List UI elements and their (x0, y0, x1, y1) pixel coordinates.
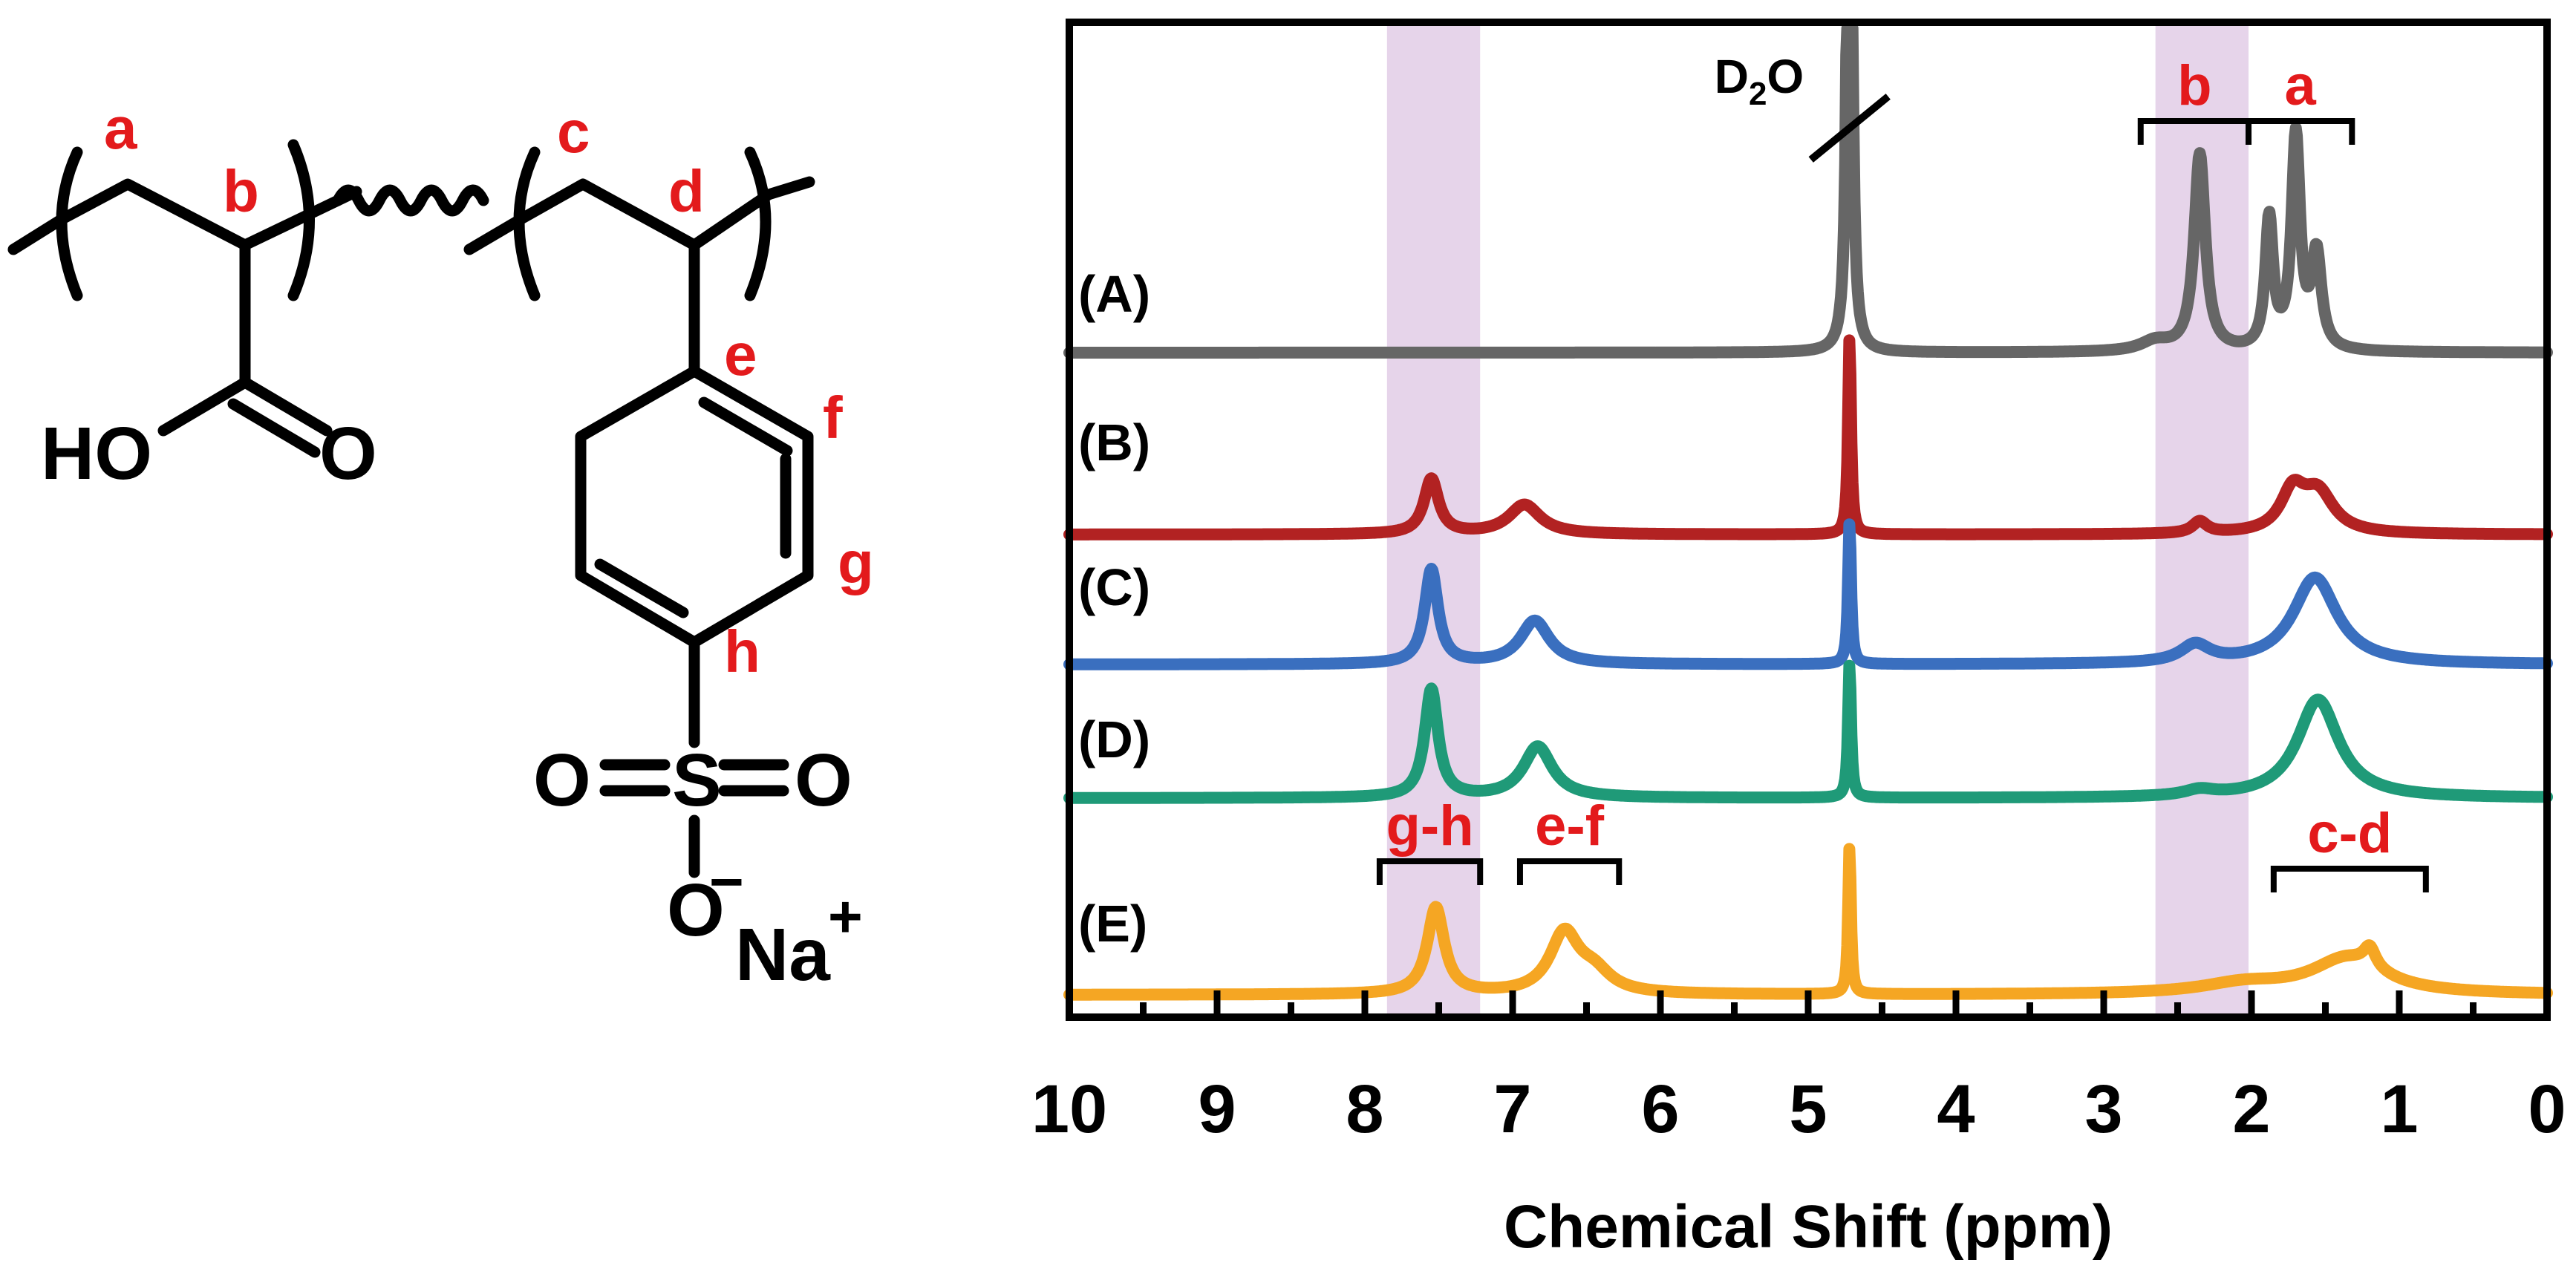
trace-label: (D) (1078, 711, 1150, 768)
benzene-ring (575, 365, 814, 648)
x-tick-label: 1 (2380, 1071, 2418, 1147)
proton-label-b: b (223, 158, 259, 224)
trace-d (1063, 659, 2553, 804)
sulfur-atom: S (672, 739, 722, 822)
proton-label-g: g (838, 529, 874, 595)
trace-c (1063, 518, 2553, 670)
wavy-bond (332, 184, 489, 217)
trace-labels: (A) (B) (C) (D) (E) (1078, 265, 1150, 953)
x-tick-label: 7 (1493, 1071, 1531, 1147)
x-tick-label: 5 (1789, 1071, 1827, 1147)
plus-charge: + (828, 884, 863, 950)
proton-label-a: a (104, 95, 137, 161)
sulfonyl-oxygen-left: O (533, 739, 591, 822)
trace-label: (B) (1078, 414, 1150, 471)
peak-label-g-h: g-h (1386, 794, 1473, 858)
x-tick-label: 3 (2084, 1071, 2122, 1147)
proton-label-f: f (823, 385, 843, 451)
x-axis-title: Chemical Shift (ppm) (1504, 1193, 2113, 1261)
bracket-g-h (1376, 858, 1484, 885)
acrylic-acid-unit: HO O a b (7, 95, 377, 495)
peak-annotations: D2O b a g-h e-f c-d (1376, 50, 2429, 892)
bracket-c-d (2270, 866, 2429, 892)
proton-label-c: c (557, 99, 590, 165)
truncation-mark (1808, 94, 1891, 163)
polymer-structure: HO O a b S O O O − Na + c d e f g h (7, 95, 874, 996)
peak-label-e-f: e-f (1535, 794, 1605, 858)
sulfonyl-oxygen-right: O (795, 739, 852, 822)
x-tick-label: 2 (2232, 1071, 2270, 1147)
x-tick-label: 8 (1346, 1071, 1383, 1147)
x-tick-label: 10 (1031, 1071, 1107, 1147)
x-axis-ticks (1066, 990, 2551, 1017)
left-bracket-close (287, 139, 315, 301)
sodium-counterion: Na (735, 913, 831, 996)
trace-label: (C) (1078, 558, 1150, 616)
x-tick-label: 0 (2528, 1071, 2566, 1147)
styrene-sulfonate-unit: S O O O − Na + c d e f g h (463, 99, 874, 996)
minus-charge: − (709, 849, 744, 915)
x-tick-label: 9 (1198, 1071, 1236, 1147)
highlight-bands (1386, 22, 2249, 1017)
bracket-a (2246, 118, 2355, 145)
peak-label-c-d: c-d (2307, 802, 2392, 865)
proton-label-d: d (668, 158, 705, 224)
sulfonate-oxygen: O (667, 869, 725, 952)
proton-label-h: h (724, 618, 760, 685)
x-tick-label: 6 (1641, 1071, 1679, 1147)
solvent-peak-label: D2O (1715, 50, 1804, 112)
proton-label-e: e (724, 321, 757, 388)
highlight-band-1 (1386, 22, 1481, 1017)
trace-a (1063, 22, 2553, 359)
peak-label-a: a (2285, 54, 2317, 117)
trace-label: (A) (1078, 265, 1150, 323)
x-tick-label: 4 (1937, 1071, 1975, 1147)
trace-label: (E) (1078, 895, 1147, 953)
hydroxyl-atom: HO (41, 412, 152, 495)
peak-label-b: b (2177, 54, 2211, 117)
right-bracket-close (744, 146, 772, 301)
trace-b (1063, 334, 2553, 541)
bracket-e-f (1516, 858, 1623, 885)
carbonyl-oxygen-atom: O (319, 412, 377, 495)
